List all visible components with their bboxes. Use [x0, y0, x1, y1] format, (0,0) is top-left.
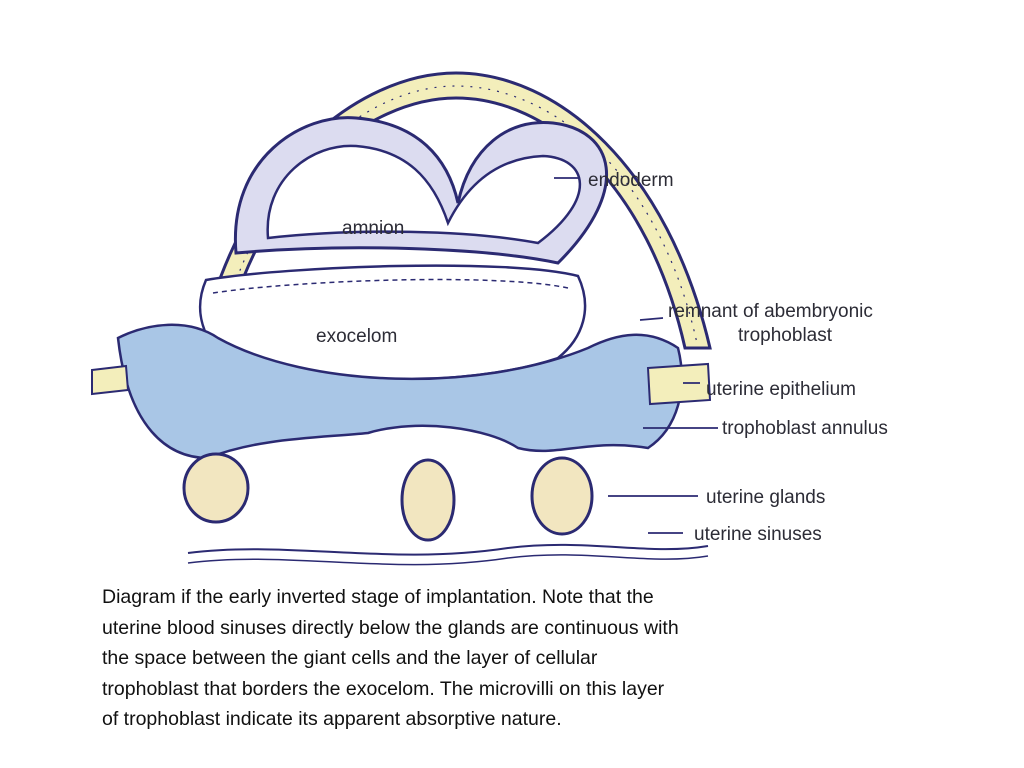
label-uterine-epithelium: uterine epithelium — [706, 379, 856, 400]
implantation-diagram: amnion exocelom endoderm remnant of abem… — [91, 71, 888, 566]
caption-line: Diagram if the early inverted stage of i… — [102, 586, 654, 608]
caption-line: trophoblast that borders the exocelom. T… — [102, 677, 665, 700]
label-uterine-sinuses: uterine sinuses — [694, 524, 822, 545]
caption-line: uterine blood sinuses directly below the… — [102, 616, 679, 639]
caption-line: the space between the giant cells and th… — [102, 647, 598, 669]
caption-line: of trophoblast indicate its apparent abs… — [102, 708, 562, 730]
label-endoderm: endoderm — [588, 170, 674, 191]
leader-lines — [554, 177, 718, 534]
trophoblast-annulus — [116, 323, 683, 460]
label-trophoblast-annulus: trophoblast annulus — [722, 418, 888, 439]
label-remnant-line1: remnant of abembryonic — [668, 301, 873, 322]
label-amnion: amnion — [342, 218, 404, 239]
label-exocelom: exocelom — [316, 326, 397, 347]
figure-caption: Diagram if the early inverted stage of i… — [102, 582, 822, 735]
label-remnant-line2: trophoblast — [738, 325, 833, 346]
uterine-epithelium — [91, 362, 712, 406]
amnion-sac — [233, 116, 608, 265]
uterine-glands — [182, 452, 594, 542]
uterine-sinuses — [187, 543, 709, 566]
label-uterine-glands: uterine glands — [706, 487, 825, 508]
